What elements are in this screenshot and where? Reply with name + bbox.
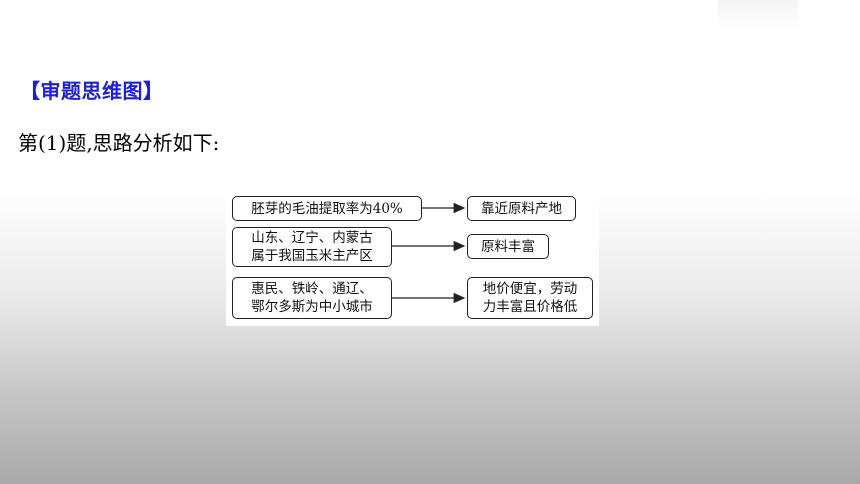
cause-box-2: 山东、辽宁、内蒙古 属于我国玉米主产区 — [232, 227, 392, 267]
question-intro: 第(1)题,思路分析如下: — [18, 131, 220, 155]
effect-box-3: 地价便宜，劳动 力丰富且价格低 — [467, 277, 593, 319]
effect-box-2: 原料丰富 — [467, 234, 549, 259]
effect-3-line-2: 力丰富且价格低 — [482, 299, 578, 315]
effect-3-line-1: 地价便宜，劳动 — [482, 281, 578, 297]
effect-1-line-1: 靠近原料产地 — [481, 200, 562, 217]
effect-box-1: 靠近原料产地 — [467, 196, 576, 221]
cause-3-line-2: 鄂尔多斯为中小城市 — [251, 299, 373, 315]
thinking-diagram: 胚芽的毛油提取率为40% 靠近原料产地 山东、辽宁、内蒙古 属于我国玉米主产区 … — [226, 190, 599, 326]
cause-2-line-1: 山东、辽宁、内蒙古 — [251, 230, 373, 246]
effect-2-line-1: 原料丰富 — [481, 238, 535, 255]
diagram-arrows — [392, 202, 466, 304]
cause-3-line-1: 惠民、铁岭、通辽、 — [251, 281, 373, 297]
section-heading: 【审题思维图】 — [20, 79, 164, 103]
cause-1-line-1: 胚芽的毛油提取率为40% — [251, 200, 403, 217]
cause-box-3: 惠民、铁岭、通辽、 鄂尔多斯为中小城市 — [232, 277, 392, 319]
cause-box-1: 胚芽的毛油提取率为40% — [232, 196, 422, 221]
top-right-shade — [718, 0, 798, 30]
cause-2-line-2: 属于我国玉米主产区 — [251, 248, 373, 264]
